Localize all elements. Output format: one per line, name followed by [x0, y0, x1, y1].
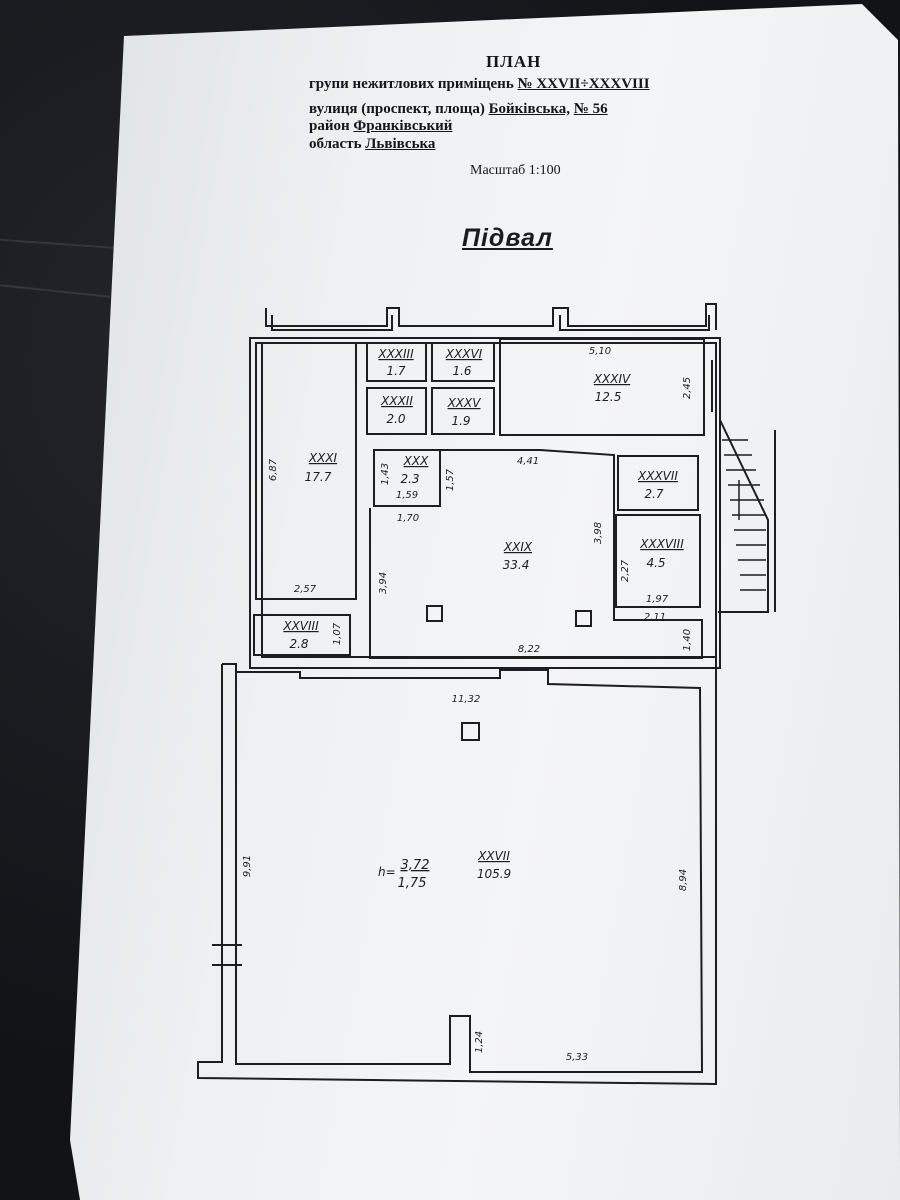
dimension-label: 3,94 — [378, 572, 389, 594]
room-area-label: 2.7 — [644, 487, 663, 501]
dimension-label: 1,70 — [397, 513, 419, 524]
room-id-label: XXXIII — [377, 347, 414, 361]
dimension-label: 6,87 — [268, 458, 279, 481]
room-area-label: 12.5 — [595, 390, 622, 404]
height-bottom: 1,75 — [398, 876, 427, 891]
room-id-label: XXIX — [503, 540, 533, 554]
room-id-label: XXX — [403, 454, 429, 468]
dimension-label: 1,07 — [332, 622, 343, 645]
room-area-label: 17.7 — [305, 470, 332, 484]
region-label: область — [309, 136, 362, 152]
room-id-label: XXXVI — [445, 347, 483, 361]
district-line: район Франківський — [309, 118, 452, 135]
room-area-label: 1.6 — [452, 364, 471, 378]
columns — [426, 605, 592, 741]
dimension-label: 9,91 — [242, 855, 253, 877]
dimension-label: 1,57 — [445, 468, 456, 491]
dimension-label: 2,11 — [644, 612, 666, 623]
dimension-label: 2,27 — [620, 559, 631, 582]
column-marker — [461, 722, 480, 741]
dimension-label: 5,10 — [589, 346, 611, 357]
height-top: 3,72 — [401, 858, 430, 873]
room-id-label: XXXI — [308, 451, 338, 465]
group-line: групи нежитлових приміщень № XXVII÷XXXVI… — [309, 76, 650, 93]
street-line: вулиця (проспект, площа) Бойківська, № 5… — [309, 101, 608, 118]
street-label: вулиця (проспект, площа) — [309, 101, 485, 117]
stair-steps — [722, 439, 766, 591]
height-prefix: h= — [378, 865, 396, 879]
room-id-label: XXXVIII — [639, 537, 684, 551]
room-id-label: XXXV — [447, 396, 482, 410]
room-id-label: XXVIII — [282, 619, 319, 633]
dimension-label: 2,57 — [294, 584, 317, 595]
room-area-label: 33.4 — [503, 558, 530, 572]
floor-title: Підвал — [462, 224, 553, 252]
plan-title: ПЛАН — [486, 52, 542, 71]
scale-label: Масштаб 1:100 — [470, 163, 561, 178]
room-area-label: 2.8 — [289, 637, 308, 651]
room-area-label: 1.9 — [451, 414, 470, 428]
dimension-label: 8,94 — [678, 869, 689, 891]
column-marker — [426, 605, 443, 622]
street-value: Бойківська, — [488, 101, 570, 117]
dimension-label: 1,97 — [646, 594, 669, 605]
dimension-label: 11,32 — [452, 694, 481, 705]
room-area-label: 1.7 — [386, 364, 405, 378]
dimension-label: 1,59 — [396, 490, 418, 501]
region-value: Львівська — [365, 136, 436, 152]
room-id-label: XXVII — [477, 849, 510, 863]
dimension-label: 5,33 — [566, 1052, 588, 1063]
dimension-label: 1,40 — [682, 629, 693, 651]
room-area-label: 2.3 — [400, 472, 419, 486]
dimension-label: 1,24 — [474, 1031, 485, 1053]
district-label: район — [309, 118, 350, 134]
room-id-label: XXXII — [380, 394, 413, 408]
region-line: область Львівська — [309, 136, 435, 153]
dimension-label: 8,22 — [518, 644, 540, 655]
group-label: групи нежитлових приміщень — [309, 76, 514, 92]
room-area-label: 105.9 — [477, 867, 511, 881]
room-id-label: XXXIV — [593, 372, 631, 386]
group-number: № XXVII÷XXXVIII — [517, 76, 650, 92]
dimension-label: 2,45 — [682, 377, 693, 399]
room-area-label: 4.5 — [646, 556, 665, 570]
district-value: Франківський — [353, 118, 453, 134]
walls — [197, 303, 776, 1086]
house-number: № 56 — [573, 101, 608, 117]
dimension-label: 3,98 — [593, 522, 604, 544]
dimension-label: 1,43 — [380, 463, 391, 485]
dimension-label: 4,41 — [517, 456, 539, 467]
room-area-label: 2.0 — [386, 412, 405, 426]
column-marker — [575, 610, 592, 627]
room-id-label: XXXVII — [637, 469, 678, 483]
